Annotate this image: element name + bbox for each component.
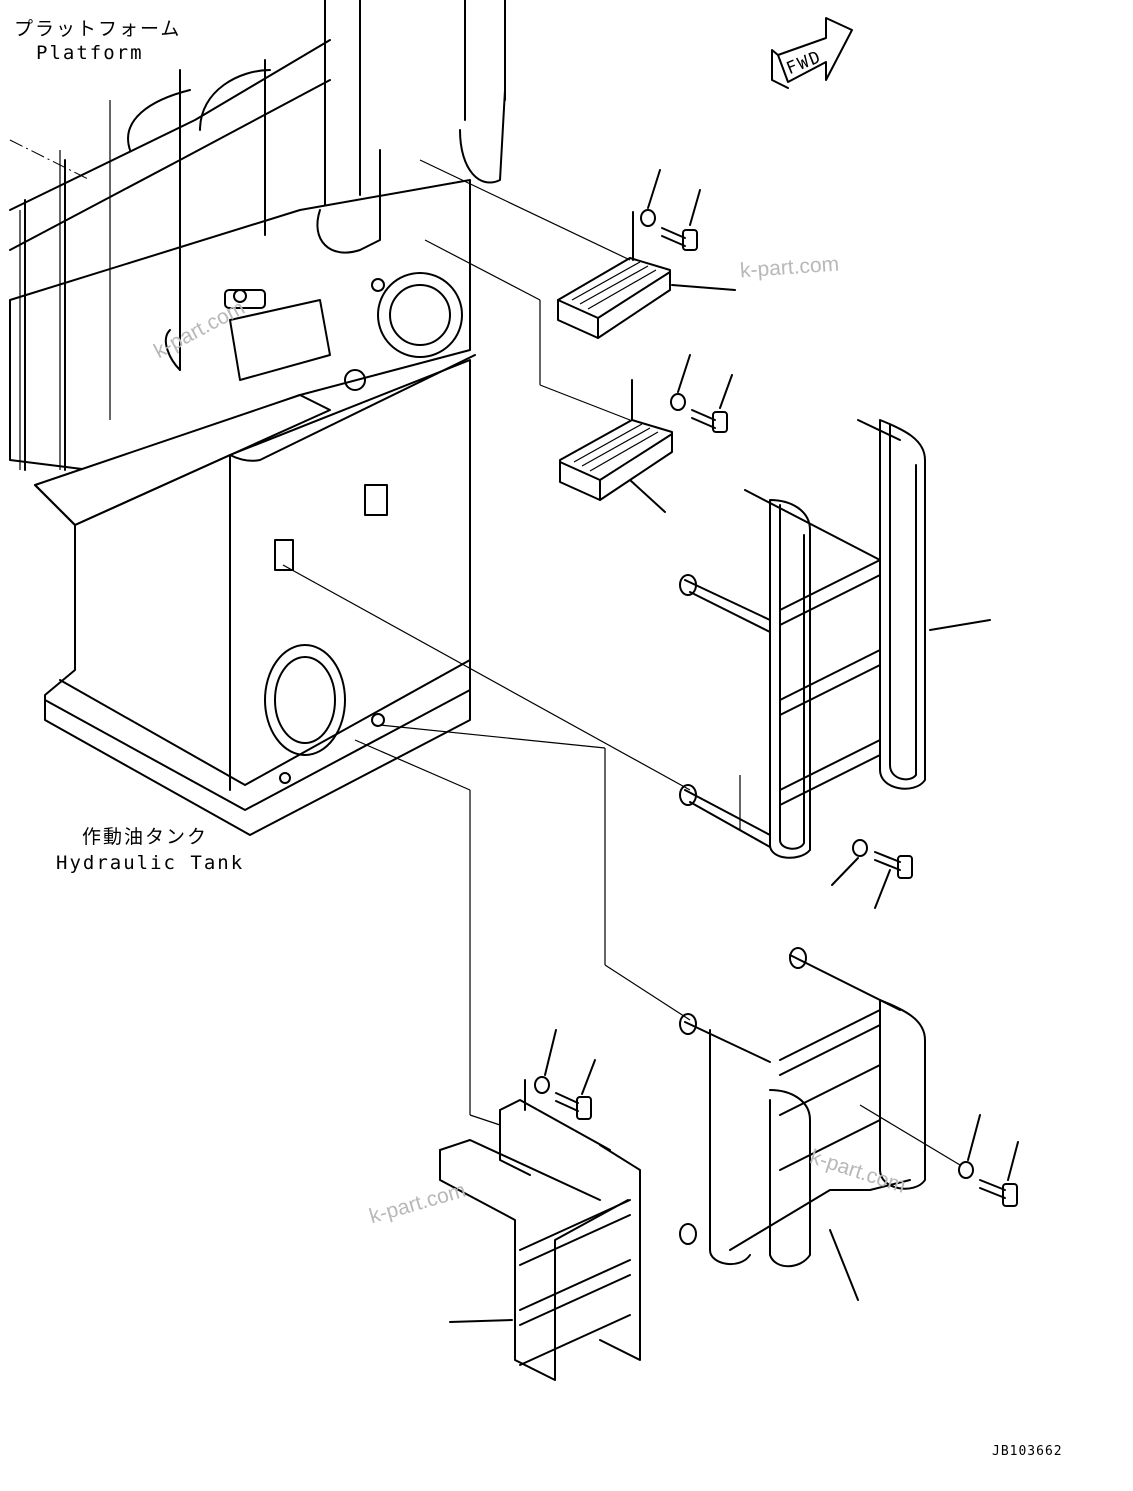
tank-label-jp: 作動油タンク: [82, 826, 209, 848]
platform-label-jp: プラットフォーム: [14, 18, 182, 40]
fwd-arrow-icon: [771, 17, 853, 89]
hydraulic-tank: [44, 354, 476, 836]
bolt-set-ladder-upper: [831, 839, 913, 909]
assembly-lines: [9, 139, 961, 1166]
platform-label-en: Platform: [36, 42, 144, 64]
bolt-set-folding-step: [524, 1029, 596, 1120]
bolt-set-middle: [631, 354, 733, 433]
step-middle: [559, 419, 673, 513]
folding-step: [439, 1099, 641, 1381]
ladder-upper: [679, 419, 991, 859]
tank-label-en: Hydraulic Tank: [56, 852, 245, 874]
ladder-lower: [679, 947, 926, 1301]
bolt-set-upper: [632, 169, 701, 261]
bolt-set-ladder-lower: [958, 1114, 1019, 1207]
drawing-code: JB103662: [992, 1444, 1063, 1459]
step-upper: [557, 257, 736, 339]
platform-assembly: [9, 0, 506, 526]
